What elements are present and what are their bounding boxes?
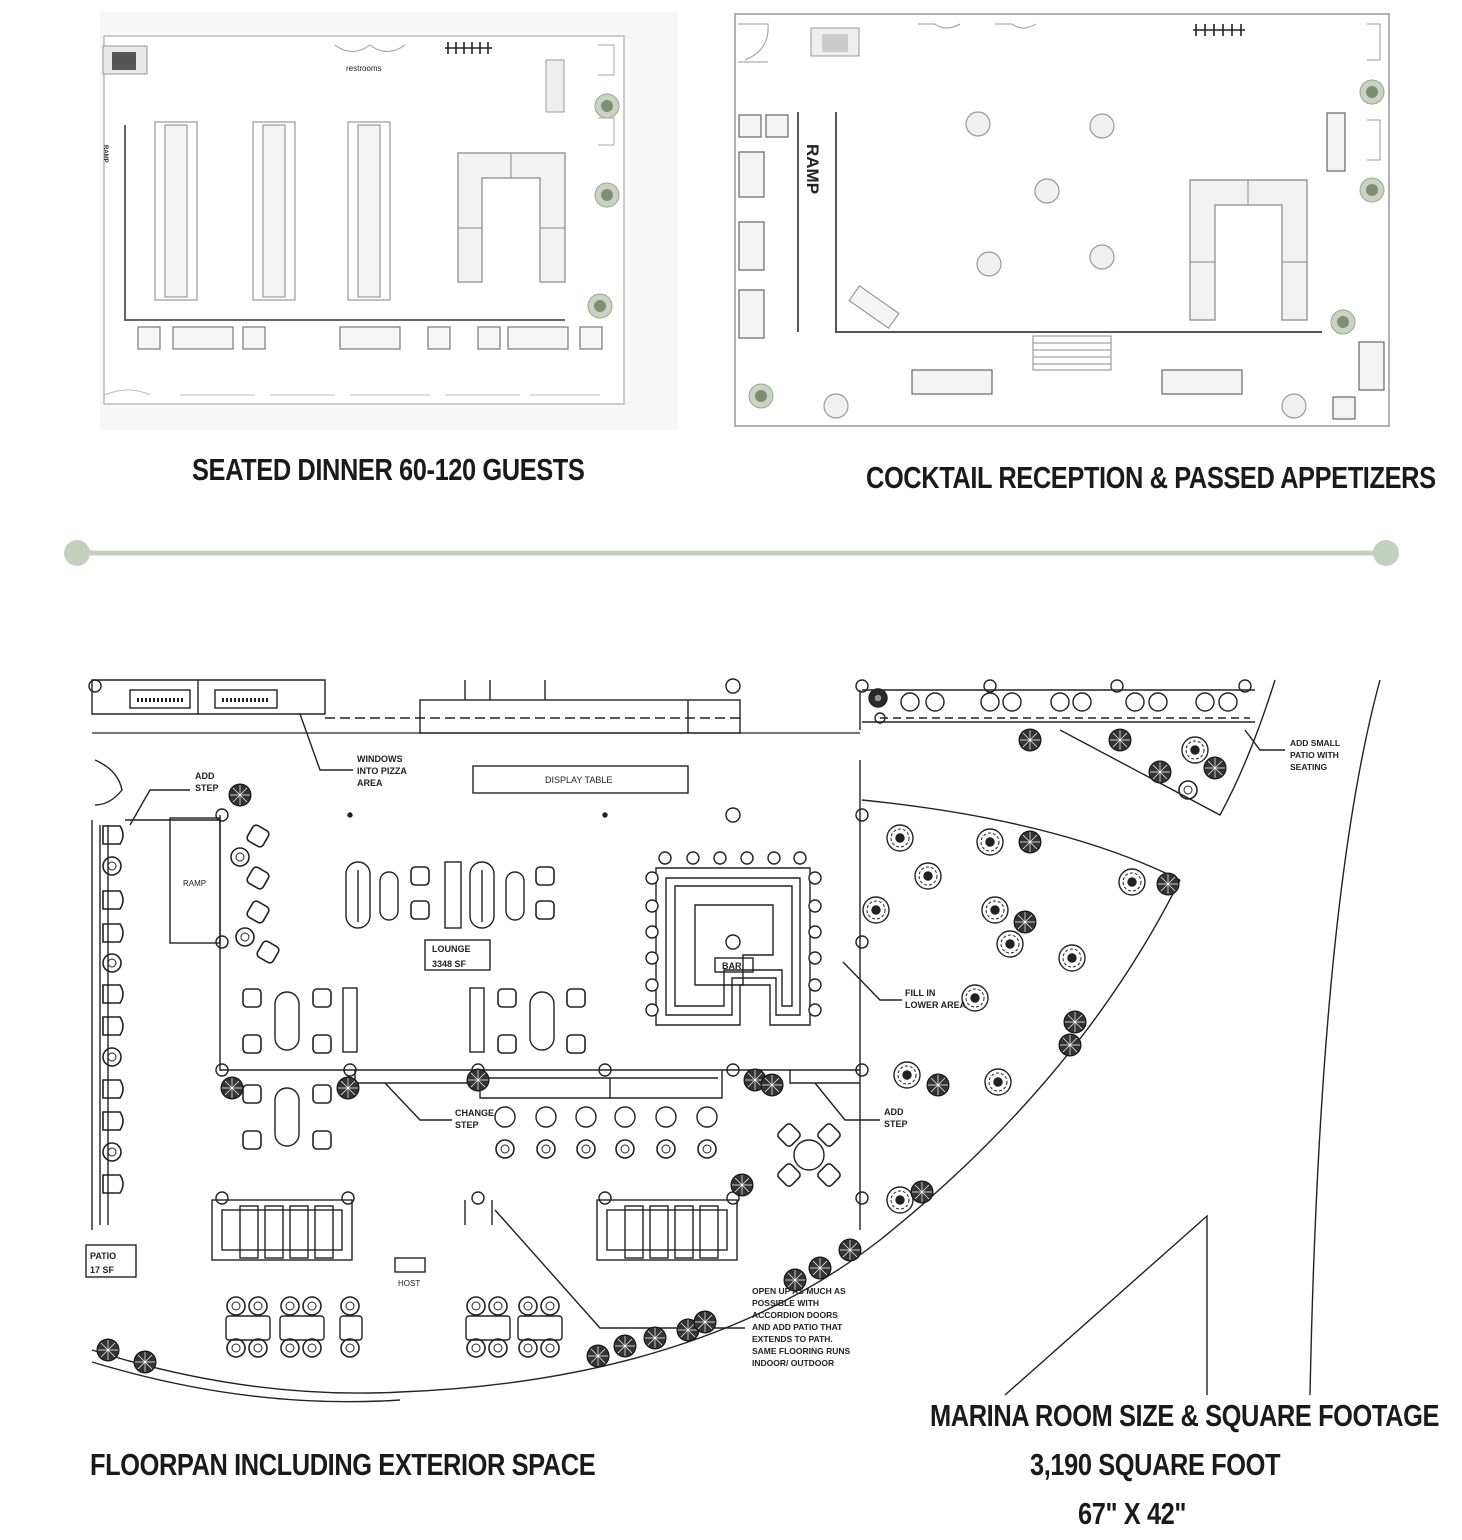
ramp-label-floor: RAMP bbox=[183, 879, 206, 888]
ramp-label-small: RAMP bbox=[102, 145, 108, 163]
windows-label-2: INTO PIZZA bbox=[357, 766, 407, 776]
add-step-label-1b: STEP bbox=[195, 783, 219, 793]
restrooms-label: restrooms bbox=[346, 64, 382, 73]
open-up-label-3: ACCORDION DOORS bbox=[752, 1310, 838, 1320]
host-label: HOST bbox=[398, 1279, 420, 1288]
small-patio-label-1: ADD SMALL bbox=[1290, 738, 1340, 748]
small-patio-label-3: SEATING bbox=[1290, 762, 1328, 772]
fill-in-label-1: FILL IN bbox=[905, 988, 935, 998]
lounge-area-label: 3348 SF bbox=[432, 959, 467, 969]
change-step-label-2: STEP bbox=[455, 1120, 479, 1130]
ramp-label: RAMP bbox=[803, 144, 822, 194]
exterior-floorplan: WINDOWS INTO PIZZA AREA DISPLAY TABLE ADD S… bbox=[85, 678, 1381, 1403]
add-step-label-2a: ADD bbox=[884, 1107, 904, 1117]
patio-area-label: 17 SF bbox=[90, 1265, 115, 1275]
open-up-label-2: POSSIBLE WITH bbox=[752, 1298, 819, 1308]
display-table-label: DISPLAY TABLE bbox=[545, 775, 612, 785]
change-step-label-1: CHANGE bbox=[455, 1108, 494, 1118]
svg-text:OPEN UP AS MUCH AS POSSI: OPEN UP AS MUCH AS POSSIBLE WITH ACCORDI… bbox=[752, 1286, 853, 1368]
lounge-label: LOUNGE bbox=[432, 944, 471, 954]
marina-area: 3,190 SQUARE FOOT bbox=[1030, 1447, 1281, 1482]
open-up-label-6: SAME FLOORING RUNS bbox=[752, 1346, 851, 1356]
add-step-label-1a: ADD bbox=[195, 771, 215, 781]
section-divider bbox=[64, 540, 1399, 566]
marina-title: MARINA ROOM SIZE & SQUARE FOOTAGE bbox=[930, 1398, 1440, 1433]
patio-label: PATIO bbox=[90, 1251, 116, 1261]
open-up-label-5: EXTENDS TO PATH. bbox=[752, 1334, 833, 1344]
small-patio-label-2: PATIO WITH bbox=[1290, 750, 1339, 760]
seated-dinner-plan: restrooms RAMP bbox=[100, 12, 678, 430]
windows-label-3: AREA bbox=[357, 778, 383, 788]
seated-dinner-caption: SEATED DINNER 60-120 GUESTS bbox=[192, 452, 585, 487]
windows-label-1: WINDOWS bbox=[357, 754, 403, 764]
marina-dimensions: 67" X 42" bbox=[1078, 1496, 1187, 1531]
cocktail-reception-plan: RAMP bbox=[734, 13, 1390, 427]
open-up-label-1: OPEN UP AS MUCH AS bbox=[752, 1286, 846, 1296]
open-up-label-7: INDOOR/ OUTDOOR bbox=[752, 1358, 834, 1368]
fill-in-label-2: LOWER AREA bbox=[905, 1000, 967, 1010]
open-up-label-4: AND ADD PATIO THAT bbox=[752, 1322, 843, 1332]
cocktail-reception-caption: COCKTAIL RECEPTION & PASSED APPETIZERS bbox=[866, 460, 1436, 495]
floorplan-caption: FLOORPAN INCLUDING EXTERIOR SPACE bbox=[90, 1447, 596, 1482]
bar-label: BAR bbox=[722, 961, 742, 971]
add-step-label-2b: STEP bbox=[884, 1119, 908, 1129]
